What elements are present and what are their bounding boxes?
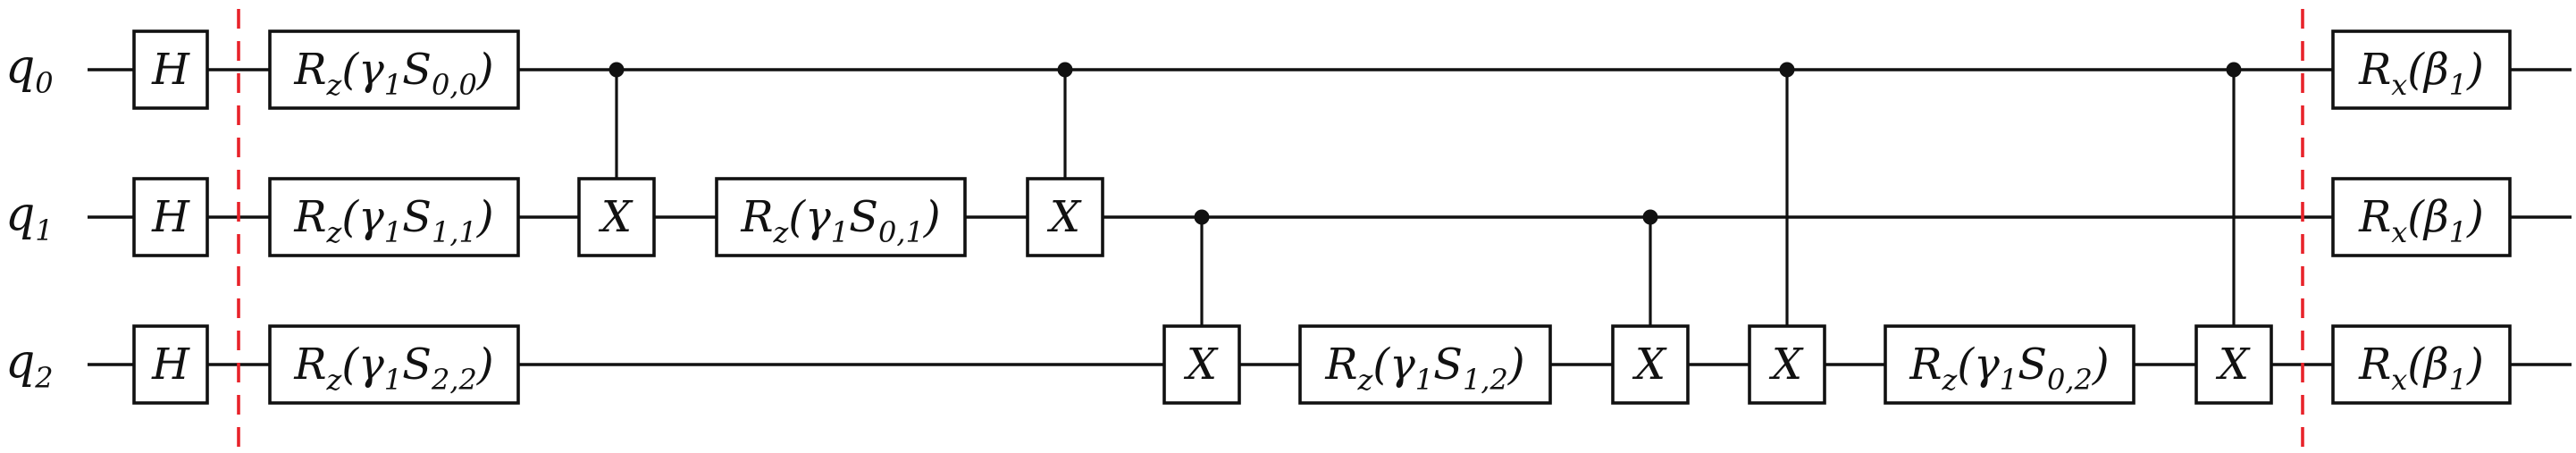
gate-label: Rz(γ1S0,2) (1909, 340, 2109, 397)
gate-label: H (151, 192, 190, 242)
gate-cx2: X (1026, 177, 1104, 257)
gate-rx0: Rx(β1) (2331, 29, 2512, 110)
gate-rz11: Rz(γ1S1,1) (268, 177, 520, 257)
gate-box (132, 177, 209, 257)
cnot-control-dot-4 (1642, 209, 1658, 225)
gate-box (268, 29, 520, 110)
gate-box (1884, 324, 2135, 405)
qubit-labels: q0 q1 q2 (5, 40, 54, 395)
gate-label: Rx(β1) (2358, 45, 2484, 102)
cnot-control-dot-5 (1779, 62, 1795, 78)
gate-label: H (151, 45, 190, 95)
gate-cx6: X (2194, 324, 2273, 405)
gate-label: Rz(γ1S0,0) (293, 45, 493, 102)
cnot-control-dot-6 (2226, 62, 2242, 78)
gate-h0: H (132, 29, 209, 110)
gates: H H H Rz(γ1S0,0) Rz(γ1S1,1) Rz(γ1S2,2) X Rz(γ1S… (132, 29, 2512, 405)
gate-cx5: X (1748, 324, 1826, 405)
gate-label: Rz(γ1S1,2) (1324, 340, 1524, 397)
gate-box (1026, 177, 1104, 257)
gate-label: X (1632, 340, 1667, 390)
gate-label: Rx(β1) (2358, 192, 2484, 249)
gate-cx3: X (1162, 324, 1241, 405)
cnot-control-dot-3 (1194, 209, 1210, 225)
gate-rz01: Rz(γ1S0,1) (715, 177, 967, 257)
qubit-label-2: q2 (5, 335, 54, 395)
gate-box (1162, 324, 1241, 405)
gate-label: Rz(γ1S0,1) (740, 192, 940, 249)
gate-cx4: X (1611, 324, 1690, 405)
gate-label: Rz(γ1S1,1) (293, 192, 493, 249)
gate-h1: H (132, 177, 209, 257)
gate-h2: H (132, 324, 209, 405)
qubit-label-1: q1 (5, 188, 54, 247)
gate-label: H (151, 340, 190, 390)
gate-box (2194, 324, 2273, 405)
gate-box (2331, 324, 2512, 405)
gate-label: X (1183, 340, 1219, 390)
gate-label: Rz(γ1S2,2) (293, 340, 493, 397)
gate-rz12: Rz(γ1S1,2) (1298, 324, 1552, 405)
gate-box (715, 177, 967, 257)
cnot-control-dot-1 (608, 62, 625, 78)
gate-label: X (1768, 340, 1804, 390)
gate-rz02: Rz(γ1S0,2) (1884, 324, 2135, 405)
gate-label: Rx(β1) (2358, 340, 2484, 397)
gate-box (132, 29, 209, 110)
gate-cx1: X (577, 177, 656, 257)
gate-rz00: Rz(γ1S0,0) (268, 29, 520, 110)
gate-box (268, 324, 520, 405)
barriers (237, 9, 2304, 447)
gate-label: X (2215, 340, 2251, 390)
gate-box (2331, 29, 2512, 110)
gate-label: X (598, 192, 634, 242)
gate-box (1611, 324, 1690, 405)
gate-box (577, 177, 656, 257)
gate-box (1298, 324, 1552, 405)
cnot-control-dot-2 (1057, 62, 1073, 78)
gate-rx1: Rx(β1) (2331, 177, 2512, 257)
gate-box (132, 324, 209, 405)
gate-box (268, 177, 520, 257)
gate-box (2331, 177, 2512, 257)
gate-label: X (1046, 192, 1082, 242)
gate-rx2: Rx(β1) (2331, 324, 2512, 405)
qubit-label-0: q0 (5, 40, 54, 100)
gate-box (1748, 324, 1826, 405)
gate-rz22: Rz(γ1S2,2) (268, 324, 520, 405)
